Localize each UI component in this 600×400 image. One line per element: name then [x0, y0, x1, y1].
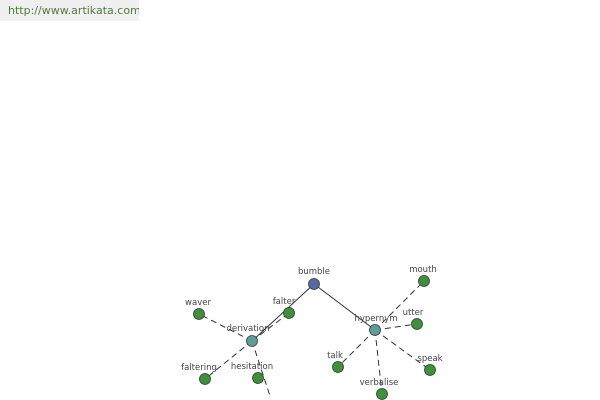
node-hesitation[interactable]: [252, 372, 264, 384]
edge-derivation-falter: [251, 312, 290, 342]
edge-hypernym-utter: [374, 323, 418, 331]
label-hypernym: hypernym: [354, 314, 397, 324]
node-verbalise[interactable]: [376, 388, 388, 400]
label-falter: falter: [273, 297, 296, 307]
node-mouth[interactable]: [418, 275, 430, 287]
label-bumble: bumble: [298, 267, 330, 277]
node-speak[interactable]: [424, 364, 436, 376]
label-mouth: mouth: [409, 265, 437, 275]
site-url-link[interactable]: http://www.artikata.com: [0, 0, 139, 21]
node-hypernym[interactable]: [369, 324, 381, 336]
edge-derivation-faltering: [204, 340, 253, 380]
edge-hypernym-talk: [337, 329, 376, 368]
node-derivation[interactable]: [246, 335, 258, 347]
node-utter[interactable]: [411, 318, 423, 330]
label-derivation: derivation: [226, 324, 269, 334]
label-speak: speak: [417, 354, 442, 364]
label-waver: waver: [185, 298, 211, 308]
edge-hypernym-mouth: [374, 280, 425, 331]
node-talk[interactable]: [332, 361, 344, 373]
label-hesitation: hesitation: [231, 362, 273, 372]
node-waver[interactable]: [193, 308, 205, 320]
edge-hypernym-speak: [374, 329, 431, 371]
edge-hypernym-verbalise: [374, 329, 383, 395]
edge-bumble-derivation: [251, 283, 315, 342]
label-verbalise: verbalise: [360, 378, 399, 388]
label-talk: talk: [327, 351, 343, 361]
node-bumble[interactable]: [308, 278, 320, 290]
node-faltering[interactable]: [199, 373, 211, 385]
node-falter[interactable]: [283, 307, 295, 319]
edge-bumble-hypernym: [313, 283, 376, 331]
label-utter: utter: [403, 308, 424, 318]
label-faltering: faltering: [181, 363, 217, 373]
